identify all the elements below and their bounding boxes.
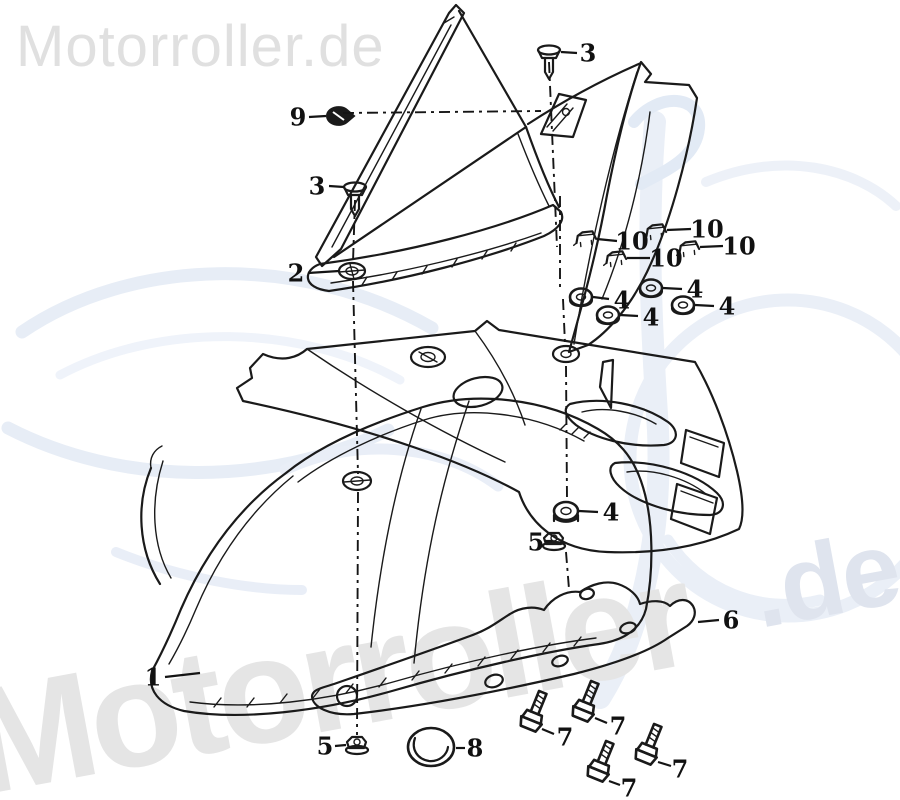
callout-leader	[608, 779, 621, 787]
callout-leader	[662, 286, 683, 291]
callout-leader	[164, 671, 201, 679]
callout-leader	[699, 244, 724, 249]
callout-leader	[657, 760, 672, 768]
plug-8	[406, 726, 456, 768]
nose-cover-outline	[306, 3, 643, 293]
rivet-9	[325, 106, 356, 126]
callout-leader	[596, 237, 618, 243]
bolts-7	[519, 679, 663, 783]
callout-label: 4	[603, 498, 620, 527]
assembly-dashed-lines	[342, 61, 570, 736]
callout-label: 1	[145, 663, 162, 692]
callout-label: 7	[621, 774, 638, 800]
callout-label: 10	[722, 232, 755, 261]
watermark-top-left: Motorroller.de	[16, 14, 385, 79]
callout-label: 7	[672, 755, 689, 784]
clips-10	[572, 223, 701, 268]
callout-leader	[308, 114, 327, 119]
callout-label: 5	[528, 528, 545, 557]
callout-label: 10	[615, 227, 648, 256]
callout-label: 3	[309, 172, 326, 201]
nut-5-lower	[344, 735, 370, 756]
callout-label: 7	[557, 723, 574, 752]
callout-label: 10	[649, 244, 682, 273]
callout-leader	[541, 727, 555, 736]
callout-label: 5	[317, 732, 334, 761]
callout-label: 4	[614, 286, 631, 315]
callout-leader	[619, 313, 639, 318]
main-body-outline	[235, 319, 744, 554]
callout-label: 7	[610, 712, 627, 741]
callout-label: 10	[690, 215, 723, 244]
callout-label: 8	[467, 734, 484, 763]
callout-label: 4	[719, 292, 736, 321]
callout-label: 6	[723, 606, 740, 635]
callout-label: 2	[288, 259, 305, 288]
callout-leader	[328, 184, 345, 189]
callout-leader	[592, 295, 610, 301]
callout-label: 3	[580, 39, 597, 68]
callout-leader	[697, 618, 720, 624]
callout-leader	[334, 743, 347, 748]
callout-label: 4	[687, 275, 704, 304]
mount-bracket-outline	[310, 581, 696, 716]
nut-5-upper	[541, 531, 567, 552]
callout-leader	[694, 303, 715, 308]
callout-label: 9	[290, 103, 307, 132]
callout-leader	[560, 50, 578, 55]
callout-leader	[666, 227, 692, 232]
callout-label: 4	[643, 303, 660, 332]
watermark-de: .de	[743, 509, 900, 651]
grommets-4	[552, 278, 696, 523]
callout-leader	[594, 716, 608, 725]
callout-leader	[578, 509, 599, 514]
callout-leader	[307, 269, 340, 275]
